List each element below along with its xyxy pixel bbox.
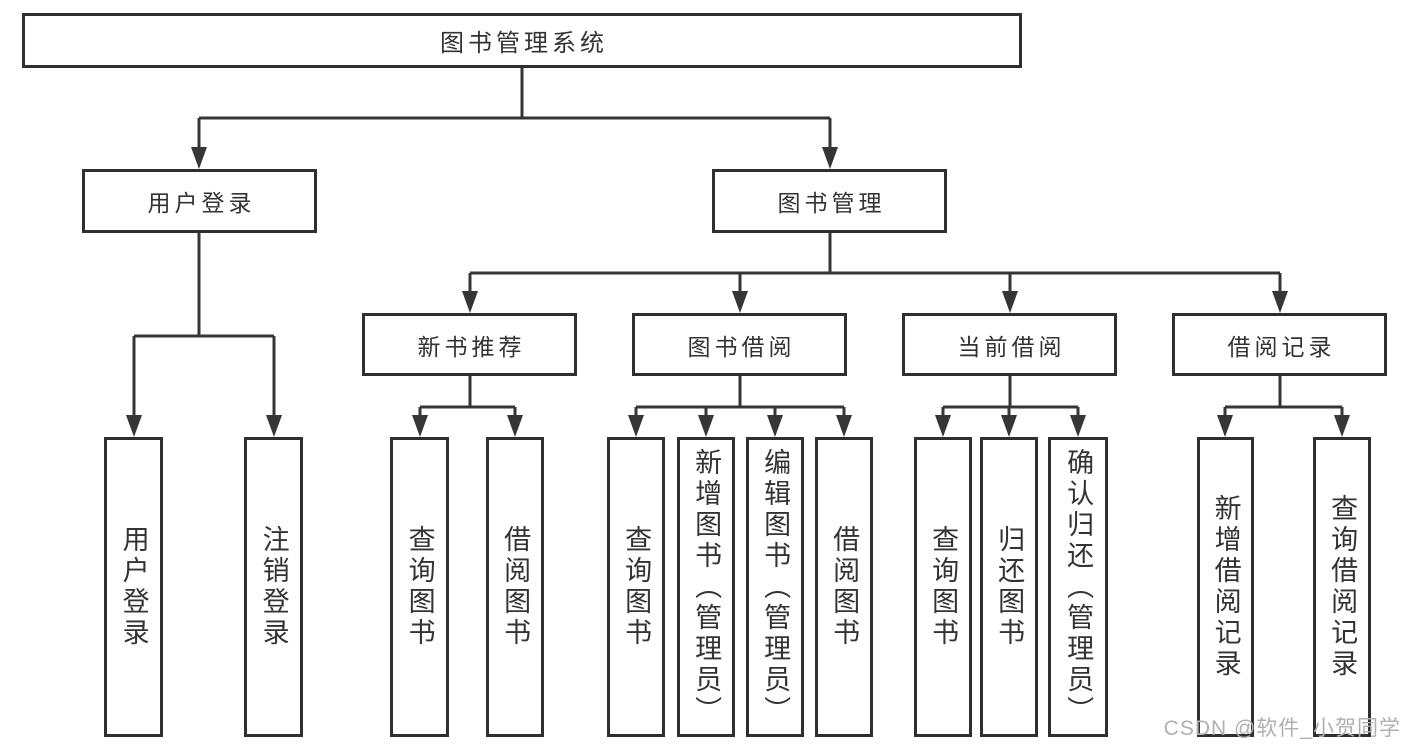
node-label: 新书推荐 xyxy=(417,333,526,360)
node-label: 借阅图书 xyxy=(500,525,531,649)
node-label: 当前借阅 xyxy=(957,333,1066,360)
leaf-borrow-books: 借阅图书 xyxy=(815,437,873,737)
node-label: 查询借阅记录 xyxy=(1327,494,1358,680)
leaf-query-borrow-record: 查询借阅记录 xyxy=(1313,437,1371,737)
node-label: 查询图书 xyxy=(621,525,652,649)
node-label: 图书管理 xyxy=(777,190,886,216)
node-label: 查询图书 xyxy=(404,525,435,649)
node-label: 新增图书（管理员） xyxy=(691,447,722,727)
node-label: 注销登录 xyxy=(258,525,289,649)
node-label: 编辑图书（管理员） xyxy=(760,447,791,727)
node-label: 图书借阅 xyxy=(687,333,796,360)
node-label: 借阅图书 xyxy=(829,525,860,649)
leaf-query-books-borrow: 查询图书 xyxy=(607,437,665,737)
arrowheads xyxy=(126,147,1350,437)
node-book-management: 图书管理 xyxy=(712,169,947,233)
leaf-query-books-current: 查询图书 xyxy=(914,437,972,737)
leaf-logout: 注销登录 xyxy=(244,437,303,737)
node-user-login: 用户登录 xyxy=(82,169,317,233)
node-label: 用户登录 xyxy=(118,525,149,649)
leaf-return-books: 归还图书 xyxy=(980,437,1038,737)
node-label: 新增借阅记录 xyxy=(1210,494,1241,680)
node-label: 借阅记录 xyxy=(1227,333,1336,360)
leaf-query-books-recommend: 查询图书 xyxy=(390,437,449,737)
node-borrow-records: 借阅记录 xyxy=(1172,313,1387,376)
node-book-borrow: 图书借阅 xyxy=(632,313,847,376)
leaf-edit-books-admin: 编辑图书（管理员） xyxy=(746,437,804,737)
csdn-watermark: CSDN @软件_小贺同学 xyxy=(1163,717,1401,740)
node-new-book-recommend: 新书推荐 xyxy=(362,313,577,376)
node-label: 归还图书 xyxy=(994,525,1025,649)
node-label: 用户登录 xyxy=(147,190,256,216)
node-library-management-system: 图书管理系统 xyxy=(22,13,1022,68)
node-current-borrow: 当前借阅 xyxy=(902,313,1117,376)
node-label: 查询图书 xyxy=(928,525,959,649)
node-label: 图书管理系统 xyxy=(440,30,608,57)
node-label: 确认归还（管理员） xyxy=(1063,447,1094,727)
leaf-add-borrow-record: 新增借阅记录 xyxy=(1197,437,1254,737)
leaf-confirm-return-admin: 确认归还（管理员） xyxy=(1048,437,1108,737)
leaf-user-login: 用户登录 xyxy=(104,437,163,737)
leaf-borrow-books-recommend: 借阅图书 xyxy=(486,437,544,737)
leaf-add-books-admin: 新增图书（管理员） xyxy=(677,437,735,737)
